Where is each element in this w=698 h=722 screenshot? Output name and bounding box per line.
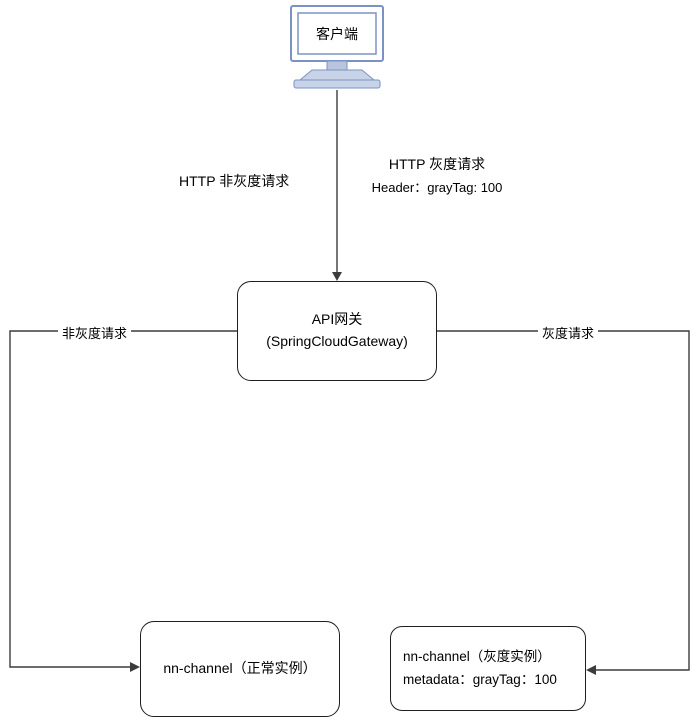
edge-label-http-gray-title: HTTP 灰度请求 [388,156,486,172]
normal-instance-node: nn-channel（正常实例） [140,621,340,717]
client-node-label: 客户端 [316,25,358,42]
api-gateway-title: API网关 [311,311,363,328]
gray-instance-label: nn-channel（灰度实例） [403,648,551,664]
edge-label-non-gray-branch: 非灰度请求 [58,323,132,342]
connector-client-to-gateway [332,90,342,281]
edge-label-http-gray: HTTP 灰度请求 Header：grayTag: 100 [358,154,516,196]
gray-instance-node: nn-channel（灰度实例） metadata：grayTag：100 [390,626,586,711]
arrowhead-left [586,665,596,675]
edge-label-http-gray-header: Header：grayTag: 100 [371,180,503,195]
gray-instance-metadata: metadata：grayTag：100 [403,671,557,687]
arrowhead-down [332,272,342,281]
edge-label-gray-branch: 灰度请求 [538,323,599,342]
arrowhead-right [130,662,140,672]
desktop-computer-icon [290,5,384,89]
edge-label-http-non-gray: HTTP 非灰度请求 [179,173,290,189]
api-gateway-subtitle: (SpringCloudGateway) [266,333,408,349]
api-gateway-node: API网关 (SpringCloudGateway) [237,281,437,381]
connector-gateway-to-gray [437,330,690,675]
normal-instance-label: nn-channel（正常实例） [163,660,317,677]
